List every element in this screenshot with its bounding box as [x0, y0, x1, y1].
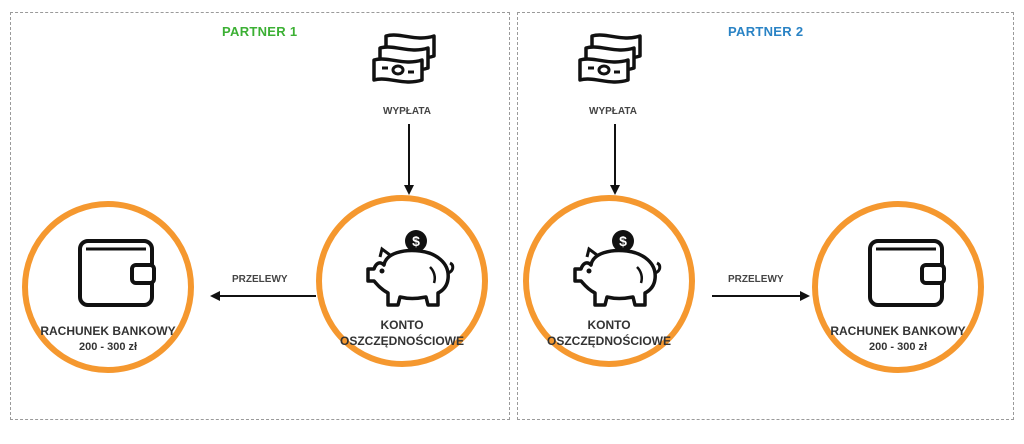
payout-label: WYPŁATA	[383, 106, 431, 117]
bank-account-title: RACHUNEK BANKOWY	[40, 324, 176, 338]
savings-account-node: $ KONTO OSZCZĘDNOŚCIOWE	[316, 195, 488, 367]
bank-account-node: RACHUNEK BANKOWY 200 - 300 zł	[22, 201, 194, 373]
partner-1-title: PARTNER 1	[222, 24, 298, 39]
transfer-label: PRZELEWY	[728, 274, 784, 285]
bank-account-amount: 200 - 300 zł	[868, 341, 928, 353]
dollar-coin-icon: $	[412, 233, 420, 249]
payout-label: WYPŁATA	[589, 106, 637, 117]
savings-account-title: KONTO	[587, 318, 631, 332]
savings-account-node: $ KONTO OSZCZĘDNOŚCIOWE	[523, 195, 695, 367]
transfer-label: PRZELEWY	[232, 274, 288, 285]
money-bills-icon	[372, 33, 436, 84]
partner-2-panel	[517, 12, 1014, 420]
piggy-bank-icon: $	[573, 230, 662, 307]
partner-1-panel	[10, 12, 510, 420]
money-bills-icon	[578, 33, 642, 84]
wallet-icon	[868, 239, 946, 307]
savings-account-subtitle: OSZCZĘDNOŚCIOWE	[339, 334, 464, 348]
wallet-icon	[78, 239, 156, 307]
bank-account-node: RACHUNEK BANKOWY 200 - 300 zł	[812, 201, 984, 373]
bank-account-title: RACHUNEK BANKOWY	[830, 324, 966, 338]
piggy-bank-icon: $	[366, 230, 455, 307]
savings-account-subtitle: OSZCZĘDNOŚCIOWE	[546, 334, 671, 348]
savings-account-title: KONTO	[380, 318, 424, 332]
bank-account-amount: 200 - 300 zł	[78, 341, 138, 353]
partner-2-title: PARTNER 2	[728, 24, 804, 39]
dollar-coin-icon: $	[619, 233, 627, 249]
